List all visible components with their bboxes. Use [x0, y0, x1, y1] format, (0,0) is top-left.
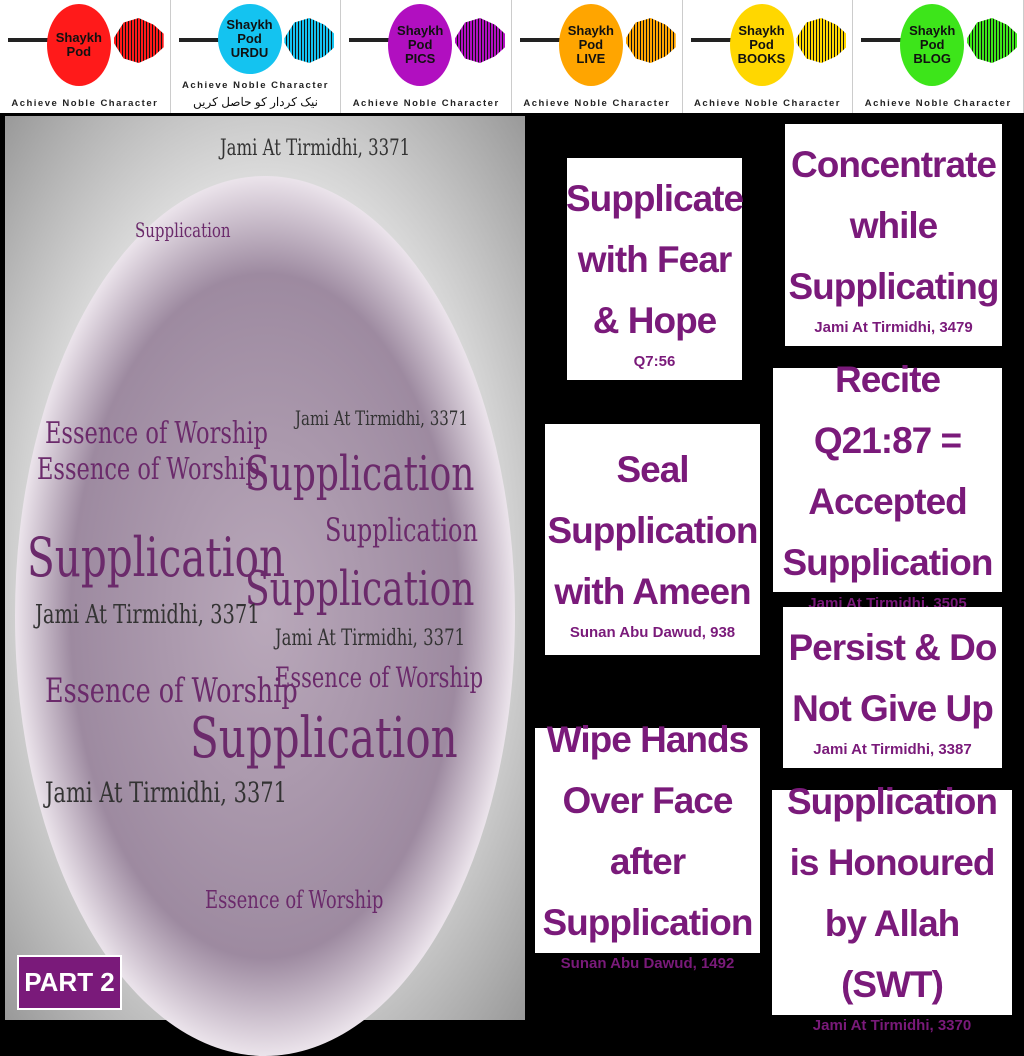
card-source: Q7:56 — [633, 353, 676, 370]
logo-text: BOOKS — [737, 51, 786, 66]
cloud-word: Supplication — [245, 446, 475, 502]
cloud-word: Supplication — [27, 526, 286, 589]
card-title: Wipe Hands Over Face after Supplication — [542, 719, 754, 943]
logo-text: Shaykh — [397, 23, 444, 38]
cloud-word: Essence of Worship — [37, 452, 260, 487]
cloud-word: Jami At Tirmidhi, 3371 — [275, 626, 466, 651]
tagline: Achieve Noble Character — [352, 98, 500, 109]
waveform-icon — [967, 18, 1018, 63]
logo-text: Shaykh — [226, 17, 273, 32]
part-badge: PART 2 — [17, 955, 122, 1010]
urdu-tagline: نیک کردار کو حاصل کریں — [193, 95, 318, 109]
cloud-word: Supplication — [135, 218, 231, 242]
cloud-word: Jami At Tirmidhi, 3371 — [35, 600, 260, 630]
tagline: Achieve Noble Character — [171, 80, 341, 91]
logo-text: URDU — [230, 45, 269, 60]
logo-text: BLOG — [913, 51, 951, 66]
tagline: Achieve Noble Character — [523, 98, 671, 109]
card-source: Sunan Abu Dawud, 938 — [569, 623, 736, 641]
tagline-text: Achieve Noble Character — [182, 80, 329, 91]
cloud-word: Essence of Worship — [45, 671, 298, 711]
cloud-word: Jami At Tirmidhi, 3371 — [220, 136, 411, 161]
logo-text: Pod — [237, 31, 262, 46]
card-title: Concentrate while Supplicating — [788, 144, 1000, 307]
logo-text: PICS — [405, 51, 436, 66]
logo-text: Pod — [749, 37, 774, 52]
card-source: Sunan Abu Dawud, 1492 — [560, 955, 735, 972]
waveform-icon — [520, 38, 571, 42]
card-title: Persist & Do Not Give Up — [788, 627, 997, 729]
logo-text: Shaykh — [738, 23, 785, 38]
cloud-word: Jami At Tirmidhi, 3371 — [295, 406, 468, 430]
cloud-word: Essence of Worship — [205, 886, 384, 914]
card-source: Jami At Tirmidhi, 3387 — [813, 741, 972, 758]
logo-text: Pod — [66, 44, 92, 59]
logo-text: Shaykh — [909, 23, 956, 38]
card-source: Jami At Tirmidhi, 3370 — [812, 1017, 972, 1034]
card-title: Supplication is Honoured by Allah (SWT) — [787, 781, 998, 1005]
card-persist: Persist & Do Not Give Up Jami At Tirmidhi… — [783, 607, 1002, 768]
tagline: Achieve Noble Character — [864, 98, 1012, 109]
tagline: Achieve Noble Character — [11, 98, 159, 109]
waveform-icon — [625, 18, 676, 63]
logo-text: Pod — [407, 37, 433, 52]
card-title: Recite Q21:87 = Accepted Supplication — [782, 358, 994, 583]
waveform-icon — [455, 18, 506, 63]
cloud-word: Essence of Worship — [275, 661, 484, 694]
card-honoured: Supplication is Honoured by Allah (SWT) J… — [772, 781, 1012, 1034]
cloud-word: Supplication — [245, 561, 475, 617]
card-title: Seal Supplication with Ameen — [547, 448, 759, 612]
cloud-word: Jami At Tirmidhi, 3371 — [45, 776, 288, 809]
waveform-icon — [349, 38, 400, 42]
waveform-icon — [8, 38, 58, 42]
card-title: Supplicate with Fear & Hope — [565, 178, 744, 341]
waveform-icon — [178, 38, 229, 42]
logo-text: LIVE — [576, 51, 606, 66]
cloud-word: Supplication — [190, 706, 458, 771]
word-cloud-image: Jami At Tirmidhi, 3371 Supplication Jami… — [5, 116, 525, 1056]
waveform-icon — [284, 18, 335, 63]
logo-text: Shaykh — [55, 30, 102, 45]
waveform-icon — [861, 38, 912, 42]
cloud-word: Essence of Worship — [45, 416, 268, 451]
card-source: Jami At Tirmidhi, 3479 — [814, 319, 973, 336]
waveform-icon — [690, 38, 741, 42]
logo-text: Shaykh — [567, 23, 614, 38]
logo-text: Pod — [578, 37, 604, 52]
cloud-word: Supplication — [325, 511, 478, 549]
waveform-icon — [113, 18, 164, 63]
waveform-icon — [796, 18, 847, 63]
word-cloud-disc — [15, 176, 515, 1056]
logo-text: Pod — [919, 37, 945, 52]
tagline: Achieve Noble Character — [694, 98, 841, 109]
